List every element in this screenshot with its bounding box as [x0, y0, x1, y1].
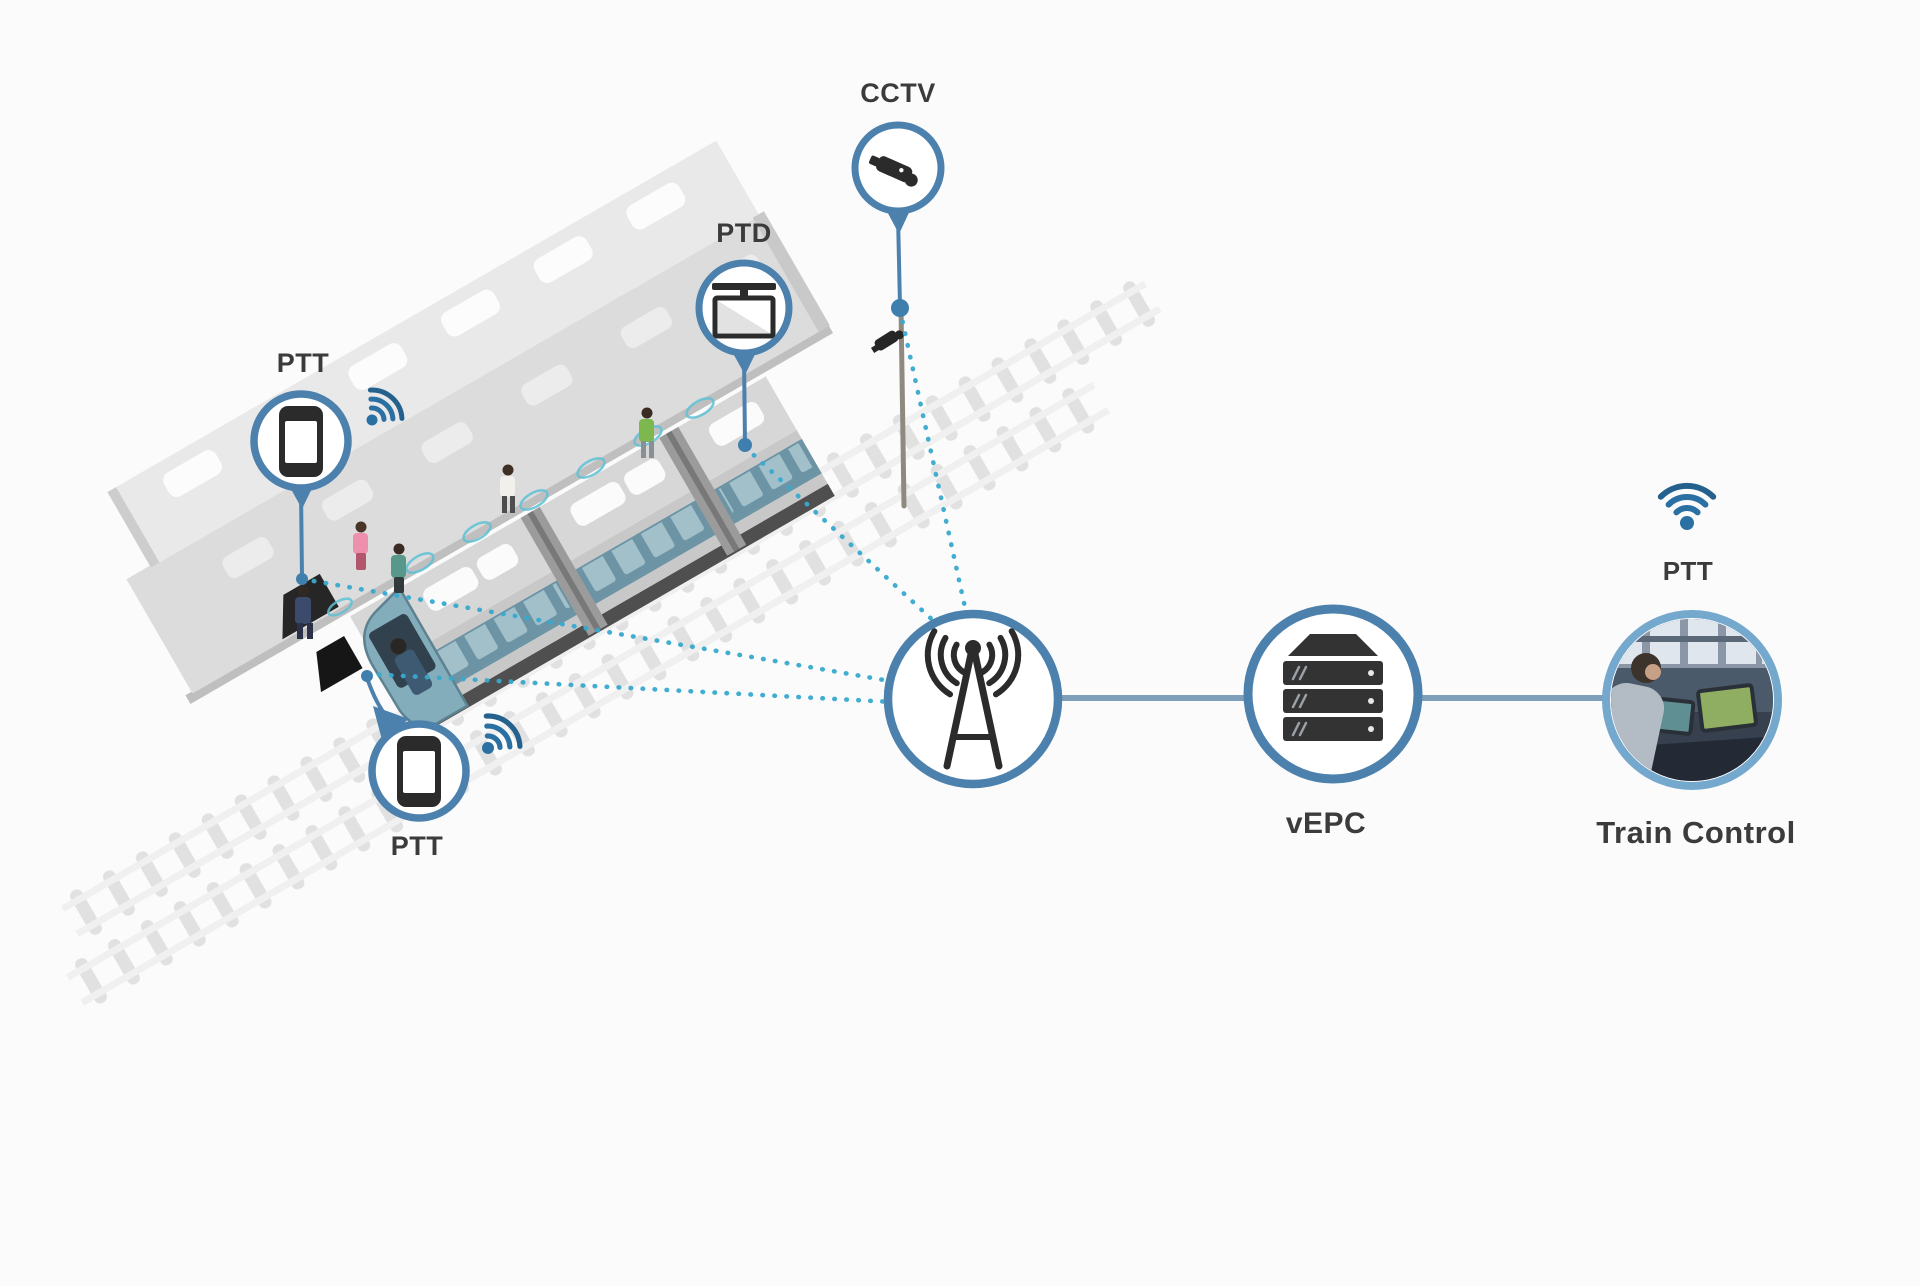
link-ptd-to-basestation	[742, 444, 941, 628]
node-vepc: vEPC	[1243, 604, 1423, 840]
dotted-links	[299, 307, 969, 705]
node-base-station	[883, 609, 1063, 789]
pole-camera-icon	[870, 330, 904, 353]
car-couplings	[520, 426, 747, 636]
passenger-display-icon	[712, 283, 776, 339]
train-windows-car2	[580, 503, 713, 601]
person-pink	[353, 521, 368, 570]
node-ptt-driver: PTT	[368, 713, 523, 861]
train-driver	[390, 638, 407, 655]
node-train-control: PTT Train Control	[1596, 482, 1795, 850]
ptt-platform-label: PTT	[277, 348, 330, 378]
train-roof-hatches	[423, 401, 765, 611]
platform-base-shadow	[316, 636, 363, 693]
node-ptt-platform: PTT	[250, 348, 405, 492]
control-ptt-label: PTT	[1663, 556, 1714, 586]
link-platform-to-basestation	[299, 576, 893, 684]
connection-dots	[296, 299, 909, 682]
ptd-label: PTD	[716, 218, 772, 248]
person-white	[500, 464, 515, 513]
person-green	[639, 407, 654, 458]
cctv-pole	[898, 305, 907, 509]
smartphone-icon	[279, 406, 323, 477]
radio-tower-icon	[924, 628, 1022, 770]
ptt-driver-label: PTT	[391, 831, 444, 861]
train-control-label: Train Control	[1596, 815, 1795, 850]
train	[350, 376, 835, 741]
isometric-scene	[56, 140, 1167, 1014]
train-windows-car3	[718, 443, 817, 521]
smartphone-icon	[397, 736, 441, 807]
platform-passengers	[295, 407, 654, 639]
node-ptd: PTD	[695, 218, 793, 357]
vepc-label: vEPC	[1286, 807, 1366, 840]
link-cctv-to-basestation	[897, 307, 969, 615]
cctv-camera-icon	[869, 155, 918, 187]
operator-silhouette	[1611, 653, 1665, 781]
train-windows-car1	[434, 583, 574, 685]
cctv-label: CCTV	[860, 78, 936, 108]
server-stack-icon	[1283, 634, 1383, 741]
wifi-icon	[366, 387, 405, 426]
person-conductor	[295, 585, 313, 639]
front-track	[61, 374, 1115, 1014]
person-teal	[391, 543, 406, 593]
wifi-icon	[1657, 482, 1717, 530]
wifi-icon	[482, 713, 523, 754]
link-driver-to-basestation	[364, 671, 895, 705]
driver-cab	[363, 585, 470, 741]
control-room-photo	[1611, 619, 1773, 781]
node-cctv: CCTV	[851, 78, 945, 215]
